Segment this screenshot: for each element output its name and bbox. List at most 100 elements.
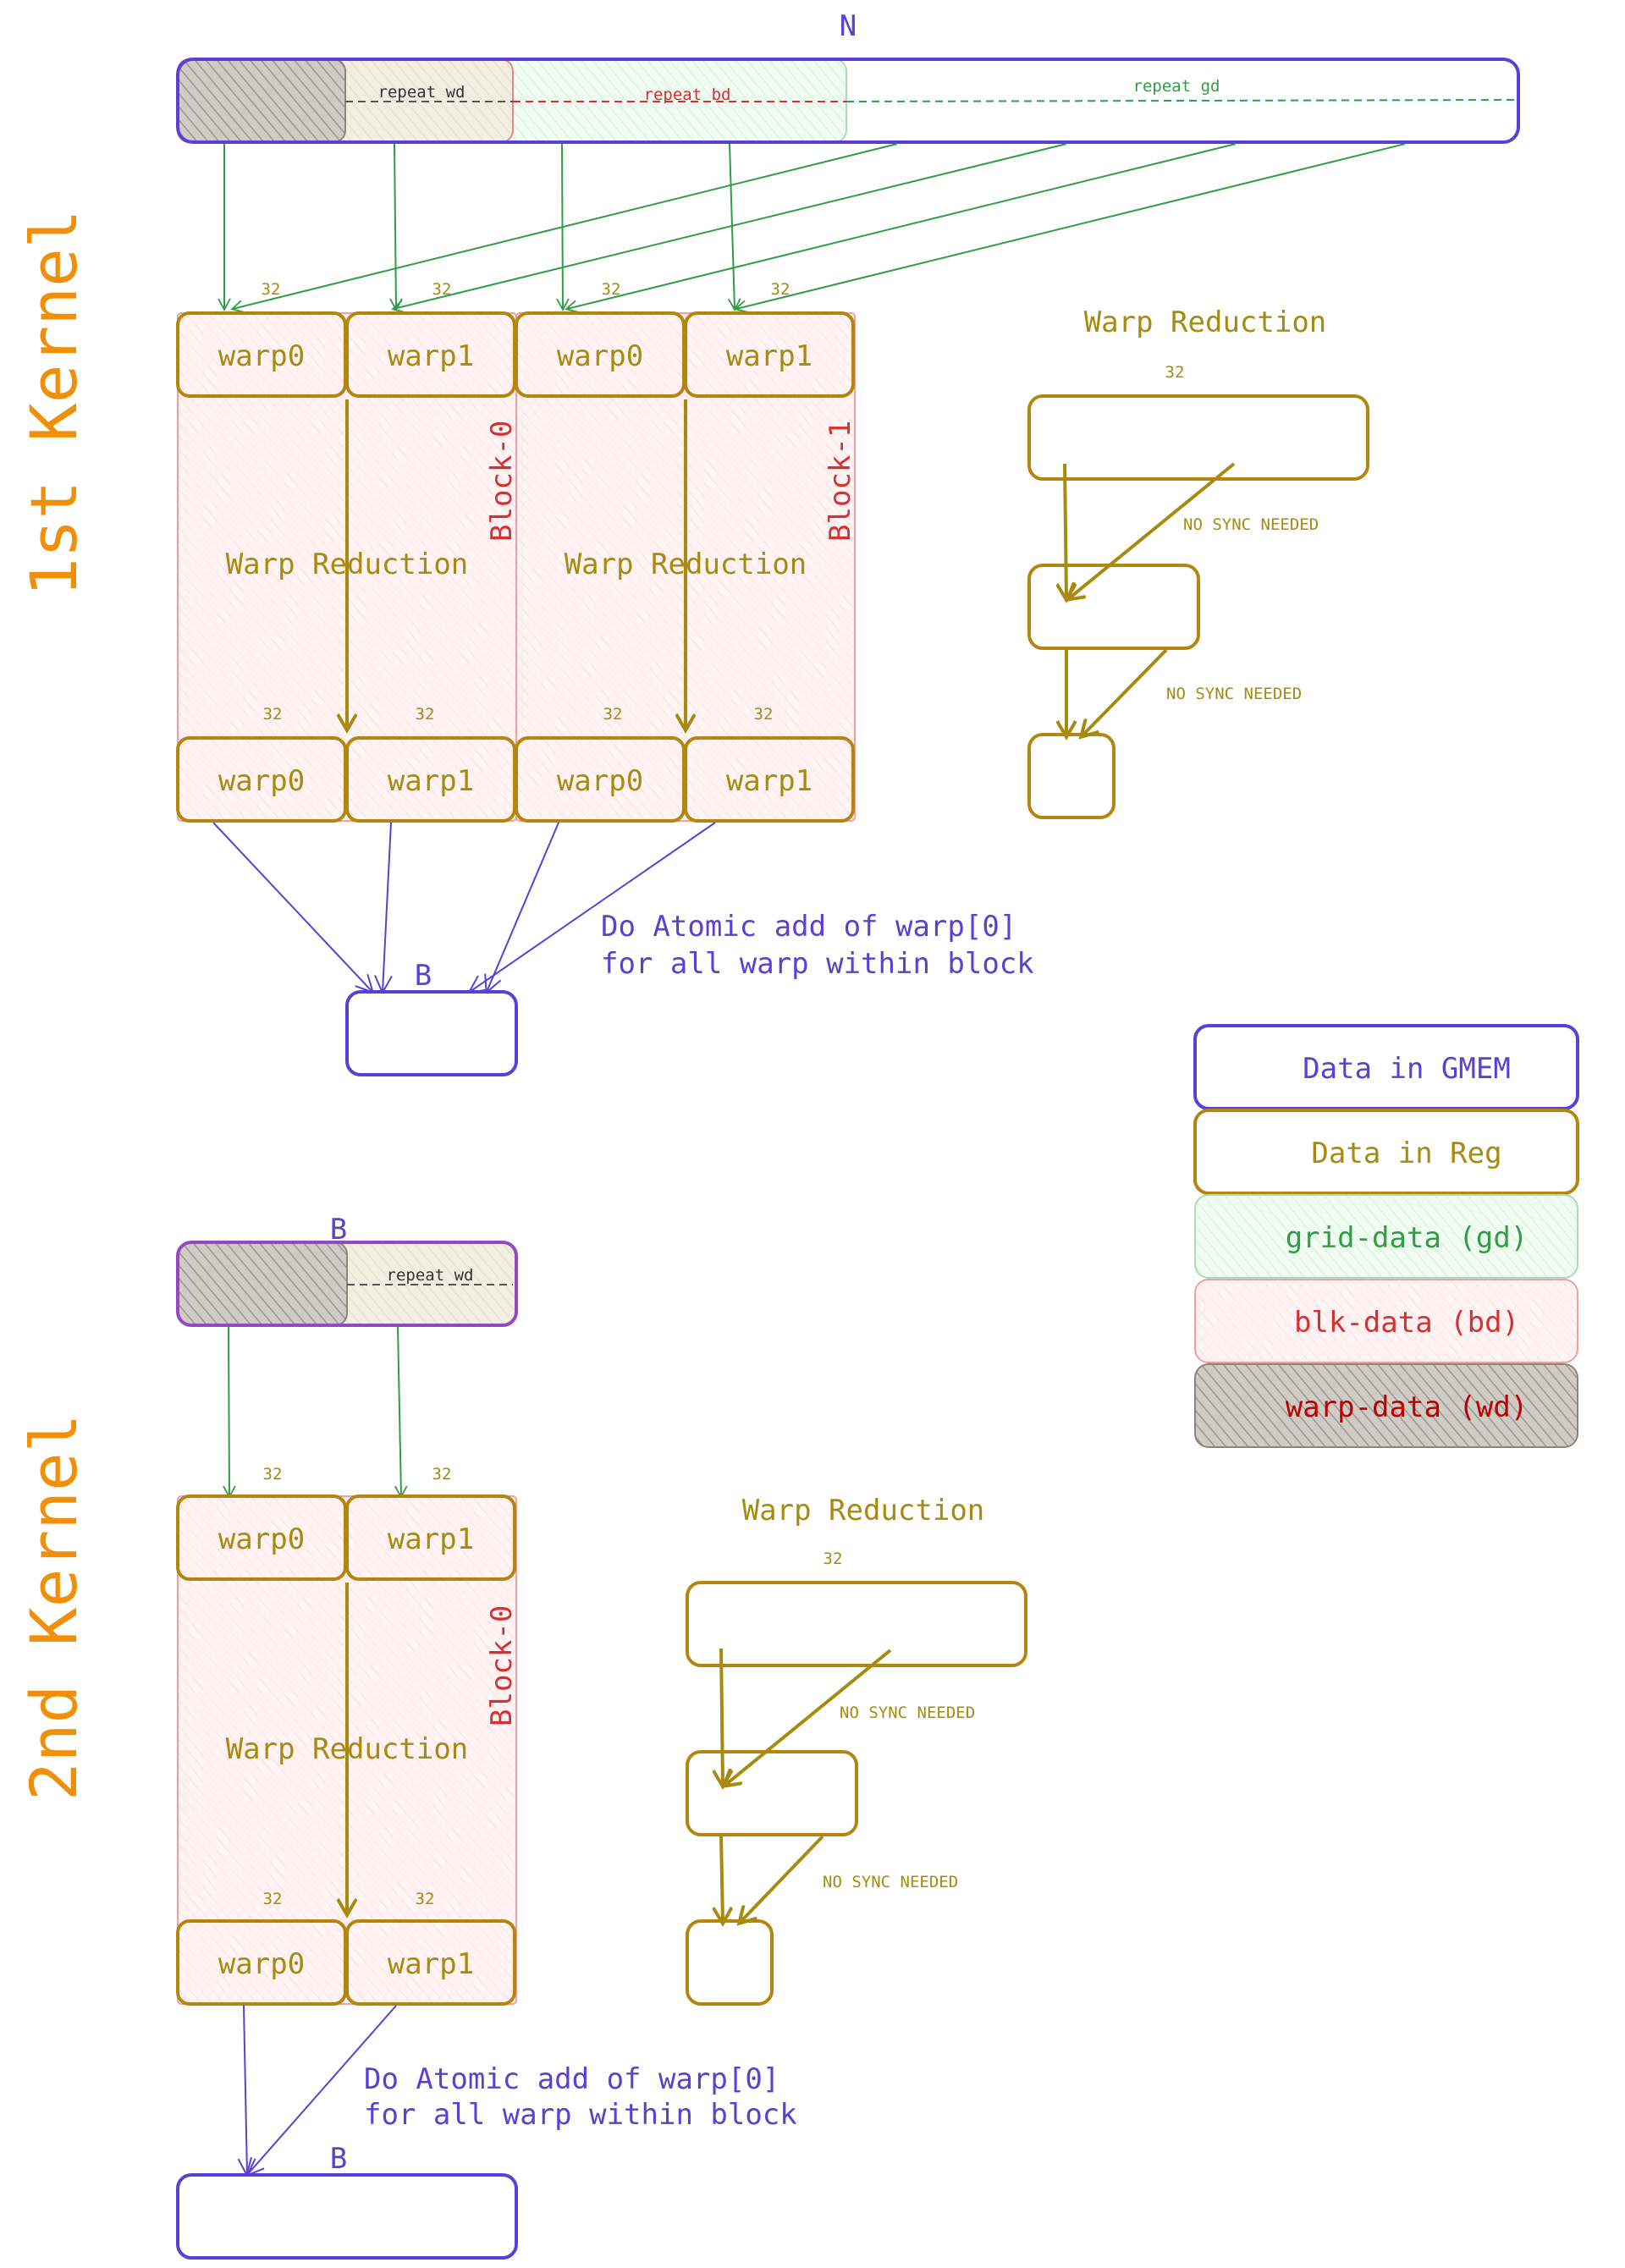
k1-top-counts: 32 32 32 32 — [262, 280, 790, 299]
k2-tree-title: Warp Reduction — [742, 1494, 985, 1528]
kernel1-side-label: 1st Kernel — [16, 209, 91, 597]
k1-tree-title: Warp Reduction — [1084, 306, 1327, 339]
k1-tree-count: 32 — [1165, 363, 1185, 382]
legend-reg-box — [1193, 1109, 1579, 1195]
k1-warp1-label: warp1 — [726, 764, 812, 798]
k2-warp1-box — [345, 1919, 516, 2006]
k2-atomic-line1: Do Atomic add of warp[0] — [364, 2062, 779, 2096]
k1-atomic-line1: Do Atomic add of warp[0] — [601, 910, 1016, 944]
k1-tree-arrows — [1065, 462, 1236, 736]
k1-load-arrow — [230, 143, 898, 313]
k1-count-label: 32 — [754, 705, 774, 724]
k2-tree-arrow — [721, 1836, 723, 1923]
k2-tree-arrow — [721, 1648, 723, 1786]
legend-blk-label: blk-data (bd) — [1294, 1306, 1519, 1340]
legend-grid-box — [1194, 1194, 1578, 1279]
k1-warp1-box — [684, 736, 855, 823]
k2-repeat-wd-label: repeat wd — [387, 1266, 474, 1285]
k1-count-label: 32 — [771, 280, 790, 299]
k1-warp0-label: warp0 — [557, 764, 643, 798]
k2-no-sync-2: NO SYNC NEEDED — [823, 1873, 958, 1891]
k1-no-sync-1: NO SYNC NEEDED — [1183, 515, 1319, 534]
k1-atomic-arrows — [212, 822, 716, 995]
k2-output-box — [176, 2173, 518, 2260]
k2-tree-arrow — [724, 1649, 892, 1786]
k1-warp0-label: warp0 — [557, 339, 643, 373]
k1-load-arrow — [391, 143, 1067, 313]
k1-warp1-box — [684, 311, 855, 398]
k1-warp-labels-top: warp0 warp1 warp0 warp1 — [218, 339, 812, 373]
k1-warp0-label: warp0 — [218, 764, 305, 798]
k2-warp-data-region — [177, 1241, 348, 1326]
k1-block0-label: Block-0 — [485, 421, 519, 542]
k2-atomic-arrows — [237, 2005, 397, 2178]
k1-gmem-top-label: N — [840, 9, 857, 43]
k1-bottom-counts: 32 32 32 32 — [263, 705, 774, 724]
k1-gmem-input-bar — [176, 58, 1520, 144]
k1-tree-box-32 — [1027, 394, 1369, 481]
k1-atomic-arrow — [374, 822, 393, 995]
k2-count-label: 32 — [263, 1465, 283, 1484]
k2-warp0-label: warp0 — [218, 1947, 305, 1981]
k1-atomic-arrow — [212, 822, 375, 994]
k1-atomic-arrow — [484, 822, 559, 994]
k2-count-label: 32 — [416, 1890, 435, 1908]
k2-no-sync-1: NO SYNC NEEDED — [840, 1704, 975, 1722]
k2-tree-count: 32 — [824, 1550, 843, 1568]
k1-tree-arrow — [1065, 463, 1066, 599]
k1-load-arrows — [218, 143, 1406, 313]
legend-gmem-label: Data in GMEM — [1303, 1052, 1511, 1086]
k2-warp1-box — [345, 1495, 516, 1581]
k1-atomic-line2: for all warp within block — [601, 947, 1034, 981]
k1-count-label: 32 — [262, 280, 281, 299]
k1-repeat-bd-label: repeat bd — [644, 85, 731, 104]
k1-count-label: 32 — [603, 705, 623, 724]
k2-atomic-arrow — [245, 2005, 397, 2177]
k2-gmem-input-bar — [176, 1241, 518, 1327]
k1-warp1-label: warp1 — [726, 339, 812, 373]
k1-no-sync-2: NO SYNC NEEDED — [1166, 685, 1302, 703]
k2-warp1-label: warp1 — [388, 1522, 474, 1556]
k2-block0-reduction-label: Warp Reduction — [226, 1732, 469, 1766]
k1-output-box — [345, 990, 518, 1076]
k1-output-label: B — [415, 959, 432, 993]
k2-load-arrows — [223, 1326, 408, 1499]
k2-load-arrow — [394, 1326, 408, 1499]
k1-count-label: 32 — [602, 280, 621, 299]
k2-warp1-label: warp1 — [388, 1947, 474, 1981]
k2-output-label: B — [330, 2142, 347, 2176]
legend-reg-label: Data in Reg — [1311, 1137, 1501, 1170]
k1-repeat-gd-line — [846, 99, 1516, 102]
k2-gmem-top-label: B — [330, 1213, 347, 1247]
k1-warp1-label: warp1 — [388, 339, 474, 373]
k1-atomic-arrow — [467, 822, 716, 994]
k1-block0-reduction-label: Warp Reduction — [226, 548, 469, 581]
k1-warp-data-region — [177, 58, 346, 143]
k2-block0-label: Block-0 — [485, 1605, 519, 1726]
kernel2-side-label: 2nd Kernel — [16, 1413, 91, 1801]
k1-count-label: 32 — [263, 705, 283, 724]
k1-count-label: 32 — [432, 280, 452, 299]
k1-block1-reduction-label: Warp Reduction — [565, 548, 807, 581]
legend: Data in GMEM Data in Reg grid-data (gd) … — [1193, 1024, 1579, 1448]
k1-repeat-gd-label: repeat gd — [1133, 77, 1220, 96]
legend-blk-box — [1194, 1279, 1578, 1363]
legend-warp-label: warp-data (wd) — [1286, 1390, 1529, 1424]
k2-count-label: 32 — [432, 1465, 452, 1484]
k1-load-arrow — [389, 143, 403, 311]
k1-load-arrow — [734, 143, 1406, 313]
k1-warp0-label: warp0 — [218, 339, 305, 373]
k1-block1-label: Block-1 — [824, 421, 857, 542]
k1-repeat-wd-label: repeat wd — [378, 83, 465, 102]
legend-grid-label: grid-data (gd) — [1286, 1221, 1529, 1255]
k2-tree-box-16 — [686, 1750, 858, 1836]
k2-tree-arrows — [721, 1648, 892, 1923]
k2-atomic-arrow — [237, 2005, 256, 2178]
k1-tree-box-1 — [1027, 733, 1115, 819]
k1-warp-labels-bottom: warp0 warp1 warp0 warp1 — [218, 764, 812, 798]
k1-warp1-label: warp1 — [388, 764, 474, 798]
k1-count-label: 32 — [416, 705, 435, 724]
k2-tree-arrow — [740, 1835, 824, 1923]
legend-warp-box — [1194, 1363, 1578, 1448]
